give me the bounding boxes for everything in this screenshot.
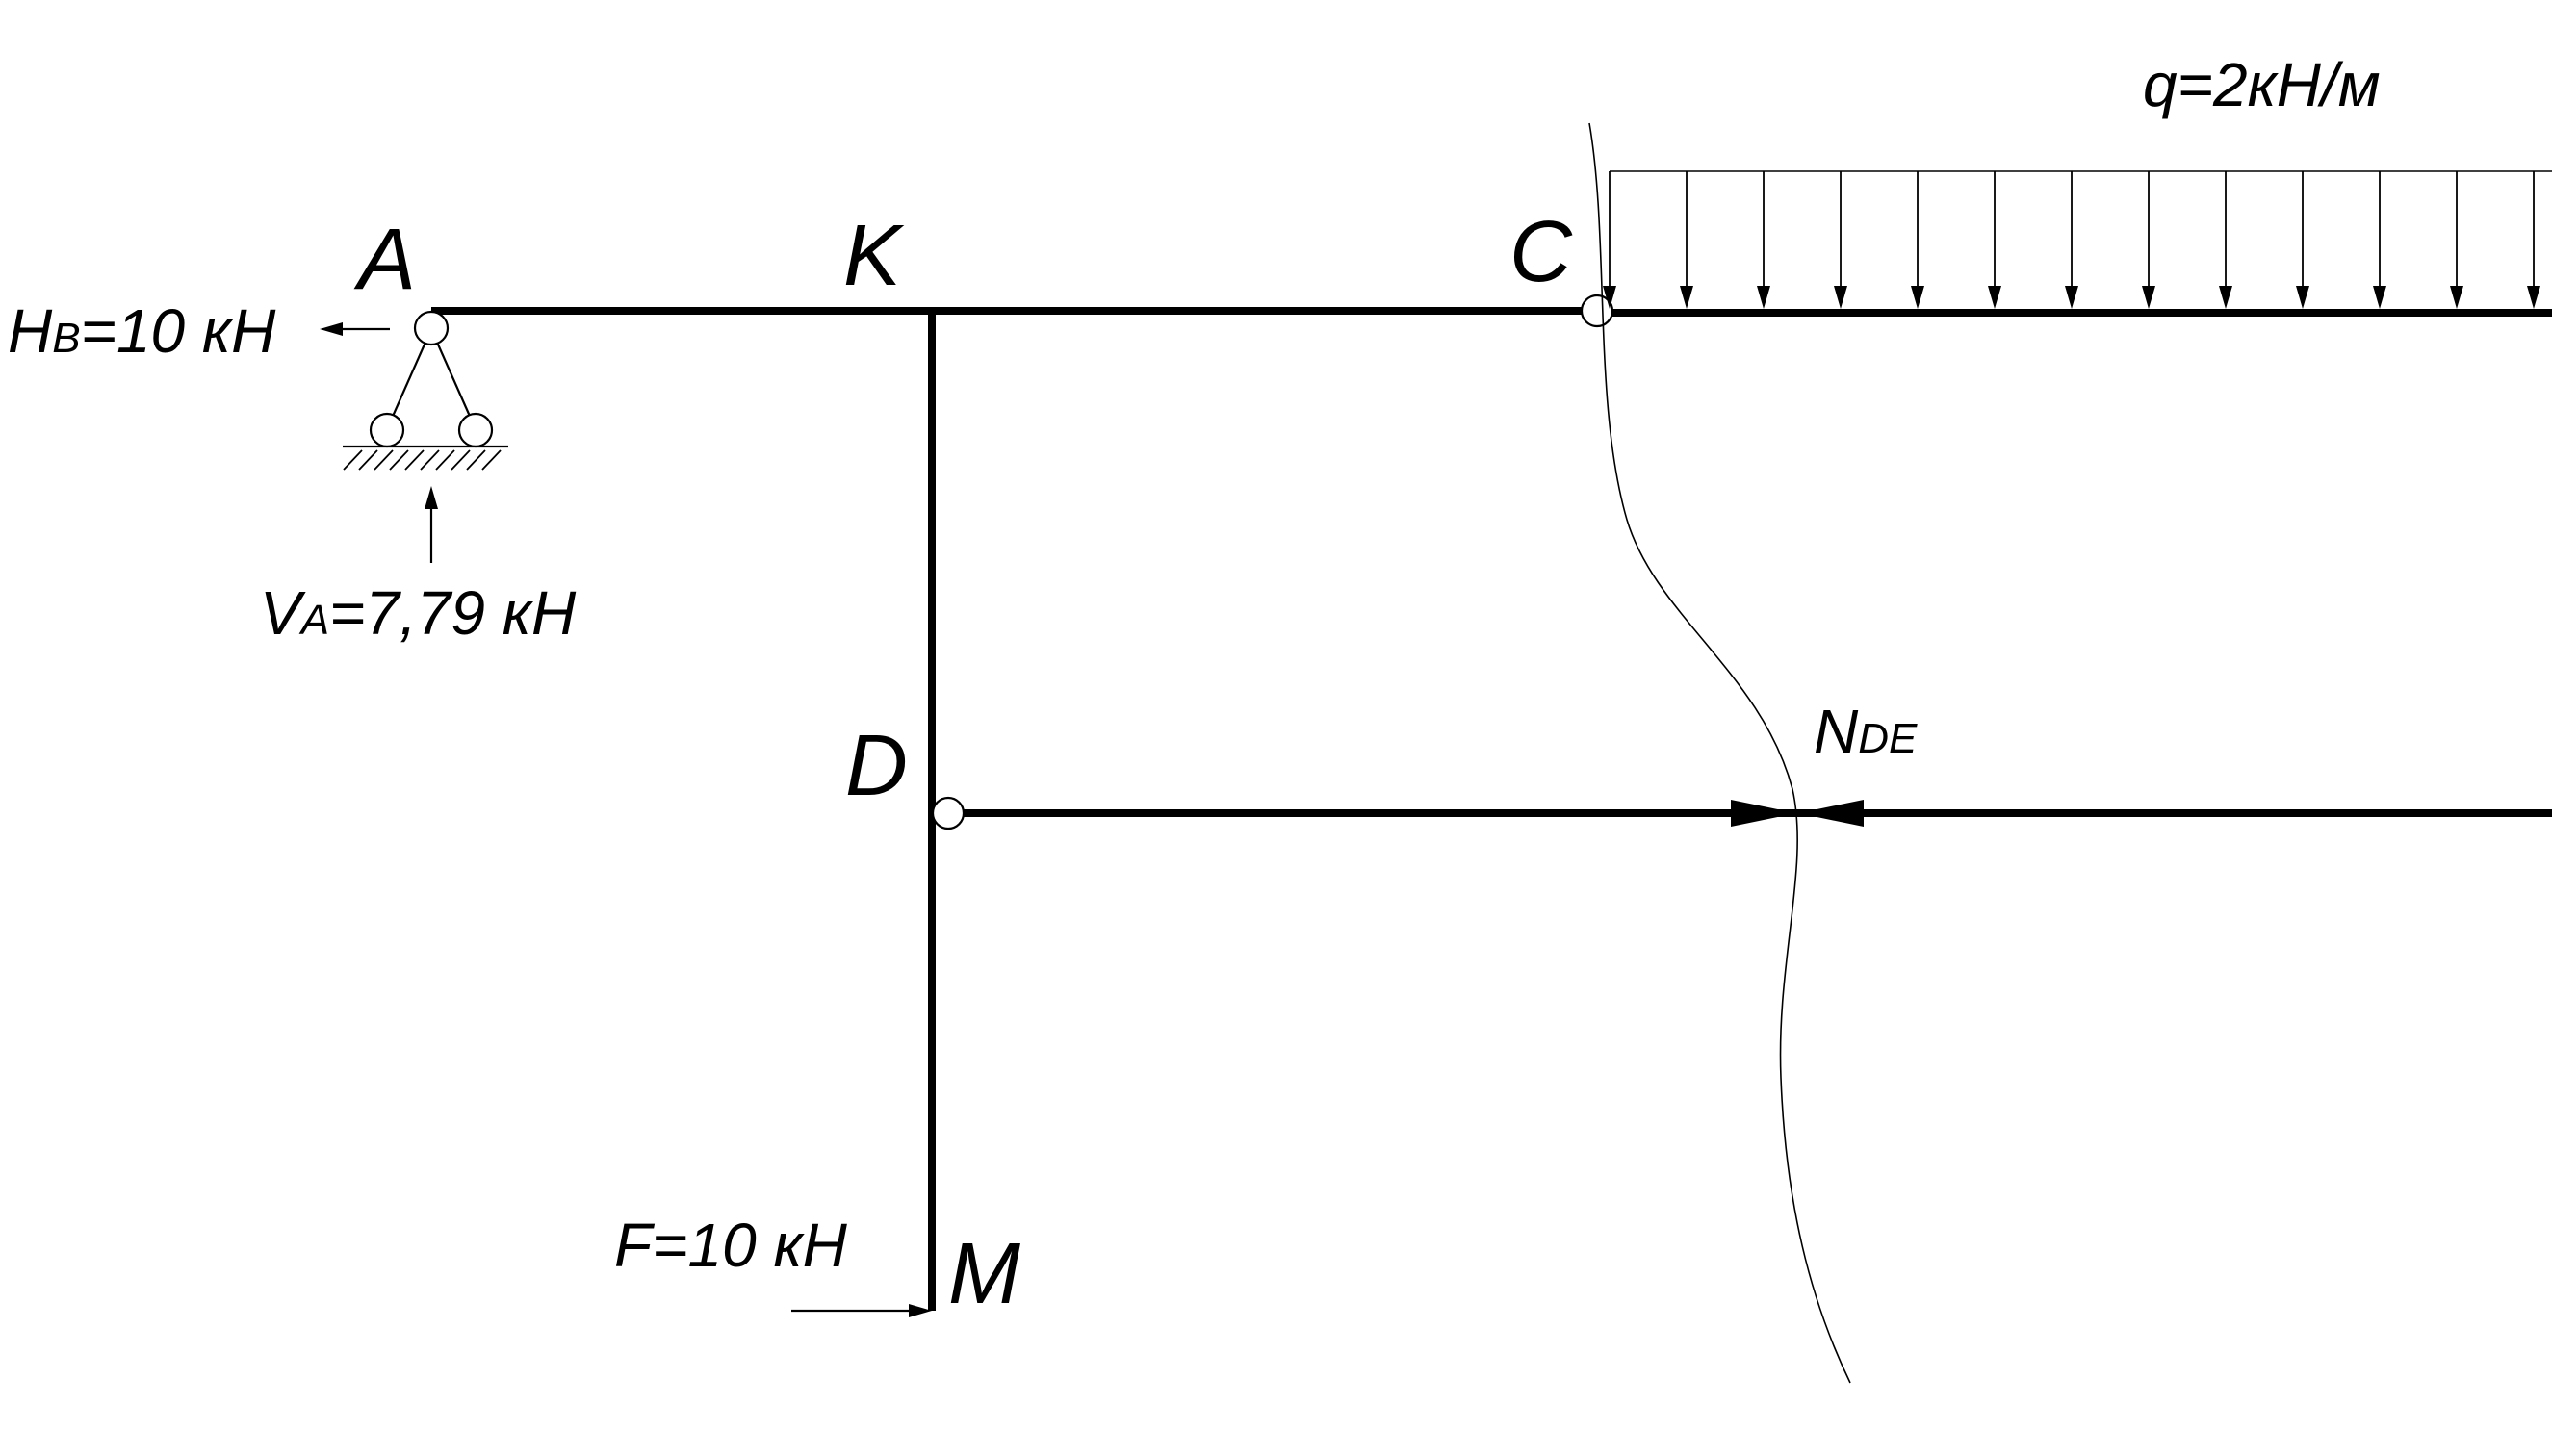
- distributed-load-arrow: [1603, 171, 1616, 309]
- point-label-k: K: [843, 208, 905, 304]
- distributed-load-arrow: [1680, 171, 1693, 309]
- distributed-load-arrow: [2065, 171, 2078, 309]
- section-cut-line: [1588, 122, 1851, 1384]
- distributed-load-arrow: [1988, 171, 2001, 309]
- force-f-arrow: [791, 1304, 932, 1317]
- distributed-load-arrow: [1911, 171, 1924, 309]
- point-label-a: A: [353, 212, 416, 308]
- hinge-c: [1580, 294, 1614, 328]
- internal-force-nde-arrows: [1731, 800, 1864, 827]
- distributed-load-arrow: [2373, 171, 2386, 309]
- support-a: [343, 310, 508, 471]
- reaction-va-arrow: [425, 486, 438, 563]
- reaction-label-va: VA=7,79 кН: [260, 578, 577, 648]
- distributed-load-arrow: [1834, 171, 1847, 309]
- distributed-load-arrow: [2142, 171, 2155, 309]
- internal-force-label-nde: NDE: [1814, 697, 1918, 766]
- point-label-m: M: [948, 1226, 1020, 1322]
- distributed-load-arrow: [2296, 171, 2309, 309]
- distributed-load-arrow: [2527, 171, 2540, 309]
- reaction-hb-arrow: [320, 322, 390, 336]
- distributed-load-arrow: [2219, 171, 2232, 309]
- distributed-load-arrow: [2450, 171, 2463, 309]
- point-label-c: C: [1509, 204, 1573, 300]
- load-label-q: q=2кН/м: [2143, 50, 2381, 119]
- hinge-d: [931, 796, 966, 830]
- reaction-label-hb: HB=10 кН: [8, 296, 276, 366]
- load-label-f: F=10 кН: [614, 1211, 848, 1280]
- point-label-d: D: [845, 718, 908, 814]
- distributed-load-q: [1603, 170, 2552, 309]
- distributed-load-arrow: [1757, 171, 1770, 309]
